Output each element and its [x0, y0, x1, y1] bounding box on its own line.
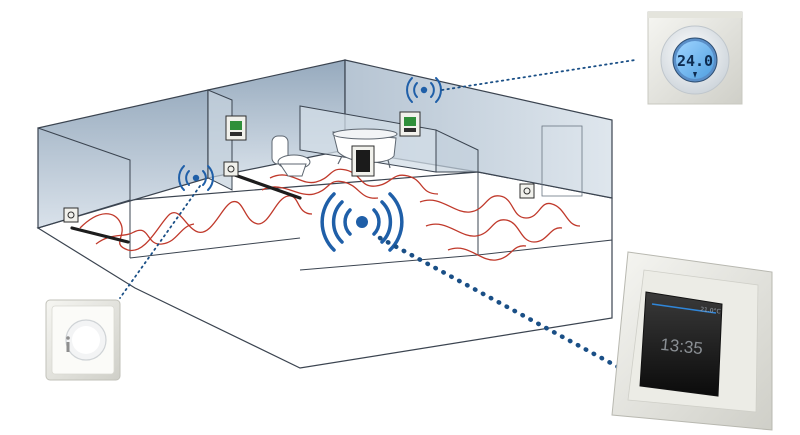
floor-thermostat-callout [46, 300, 120, 380]
thermostat-temperature-readout: 24.0 [677, 52, 713, 70]
receiver-box [520, 184, 534, 198]
thermostat-icon [226, 116, 246, 140]
thermostat-icon [400, 112, 420, 136]
wall-thermostat-callout: 24.0 [648, 12, 742, 104]
touch-controller-callout: 21.0°C 13:35 [612, 252, 772, 430]
receiver-box [224, 162, 238, 176]
power-indicator [66, 336, 70, 340]
touch-controller-small [352, 146, 374, 176]
receiver-box [64, 208, 78, 222]
